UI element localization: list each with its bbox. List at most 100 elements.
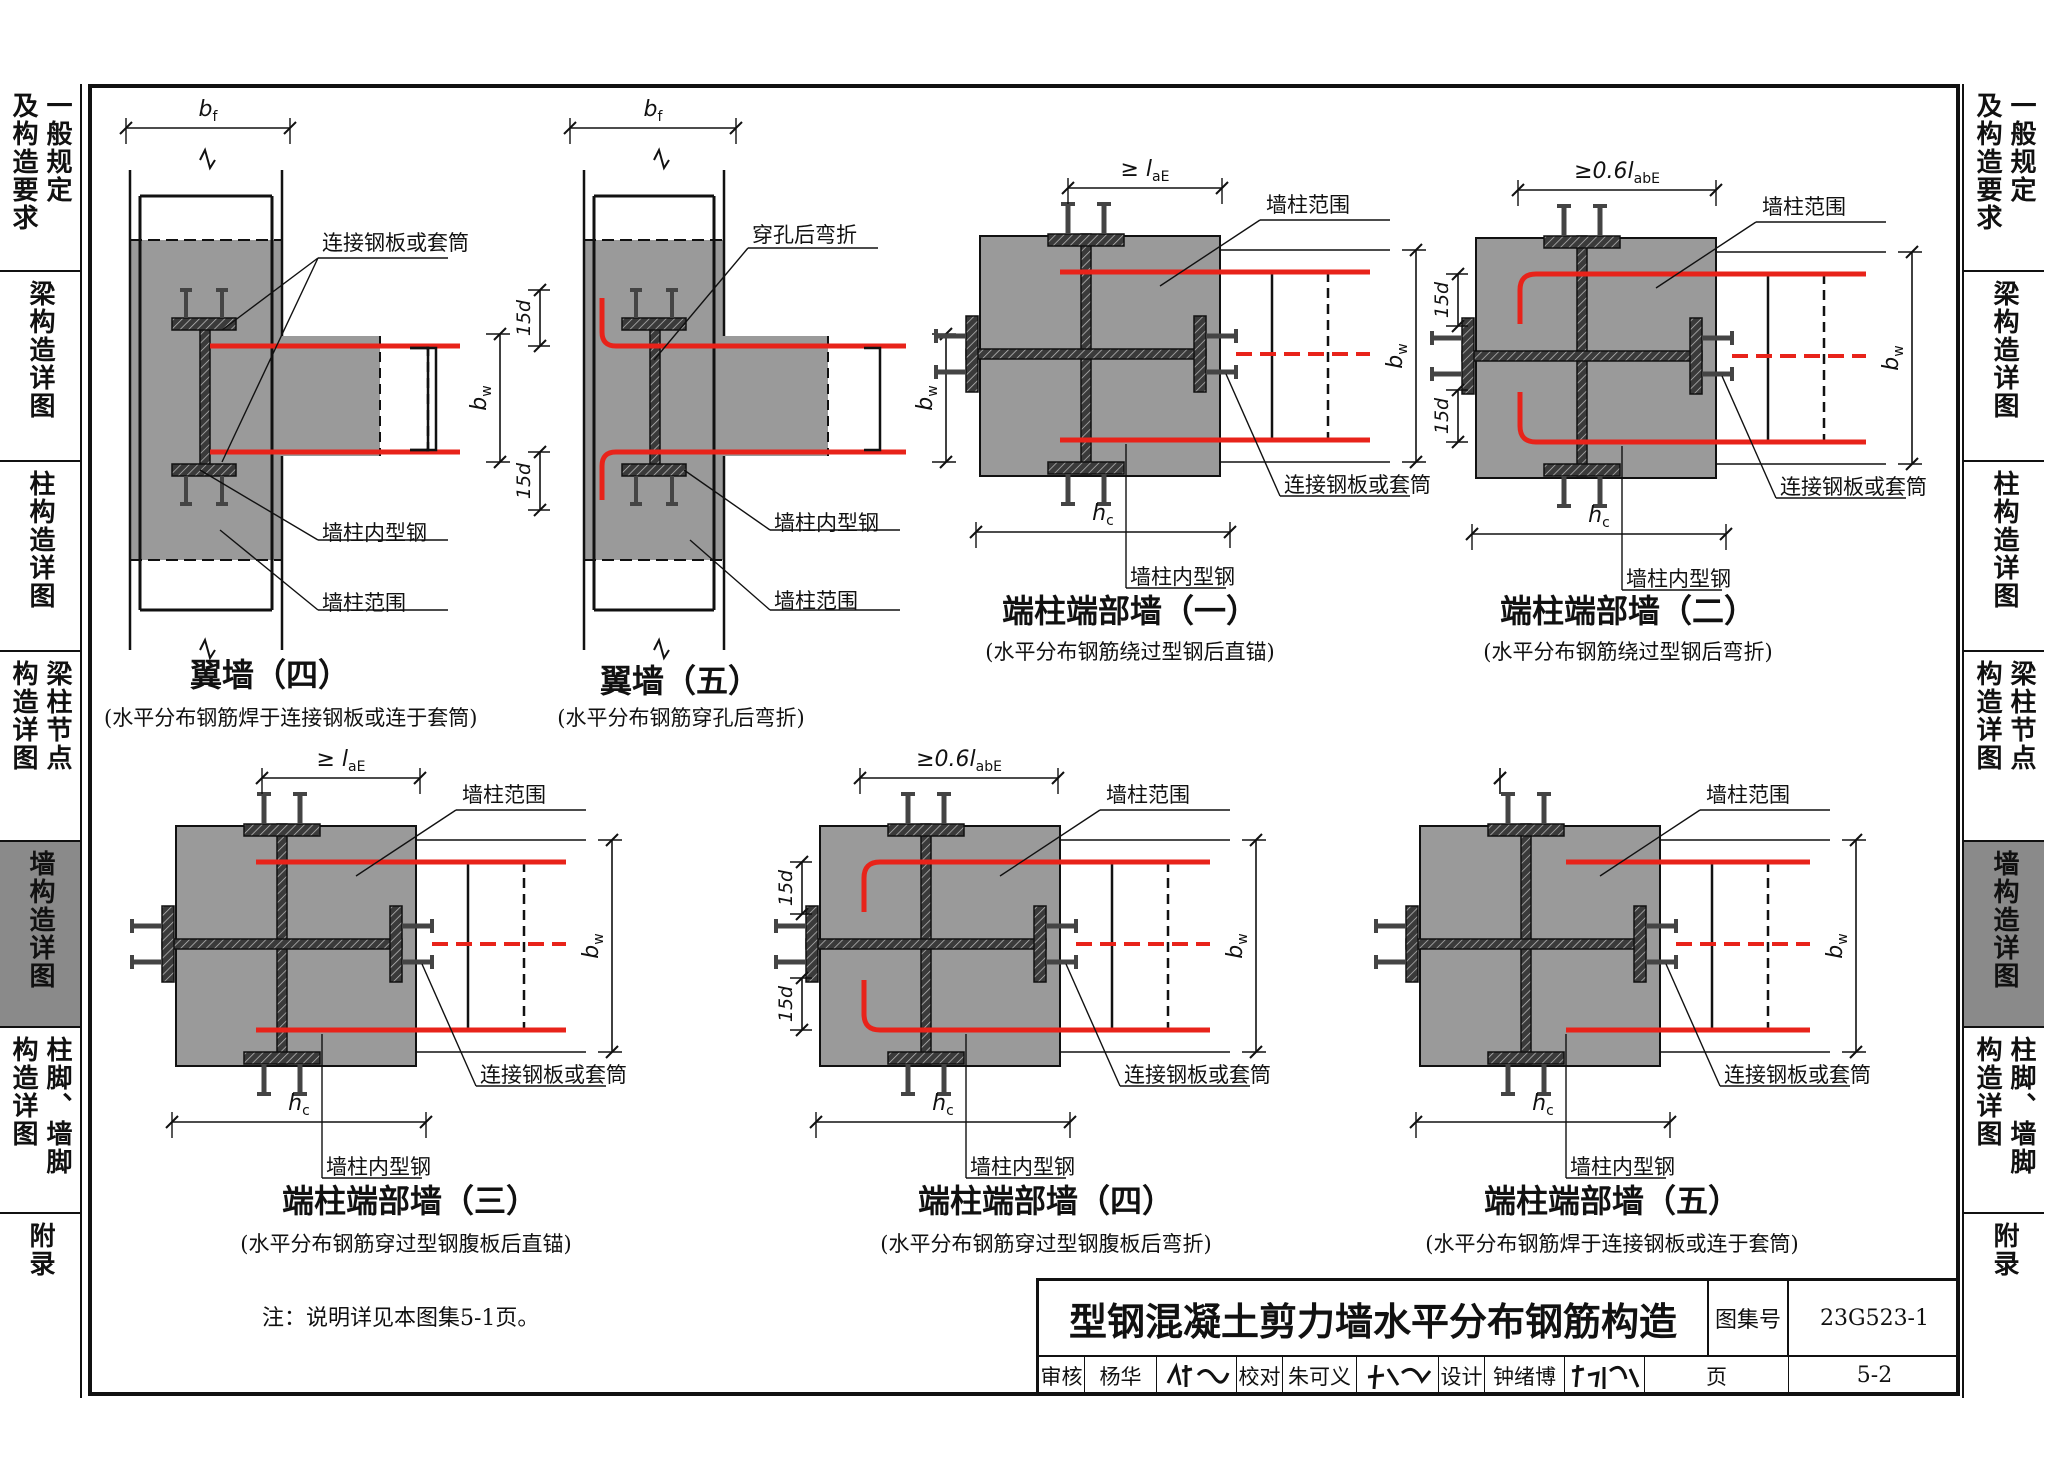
- concrete-wall: [282, 336, 380, 456]
- sidebar-tab-general[interactable]: 一般规定 及构造要求: [1964, 84, 2044, 272]
- sidebar-tab-wall[interactable]: 墙构造详图: [0, 842, 80, 1028]
- callout-label: 穿孔后弯折: [752, 223, 857, 247]
- steel-web: [161, 938, 403, 950]
- check-name: 朱可义: [1283, 1357, 1357, 1394]
- dimension-bw: bw: [467, 385, 495, 410]
- diagram-subtitle: (水平分布钢筋穿过型钢腹板后弯折): [880, 1232, 1212, 1256]
- sidebar-tab-foot[interactable]: 柱脚、墙脚 构造详图: [1964, 1028, 2044, 1214]
- review-name: 杨华: [1085, 1357, 1157, 1394]
- leader-line: [653, 247, 749, 361]
- steel-web: [199, 319, 211, 471]
- steel-flange: [1543, 235, 1621, 249]
- dimension-anchorage: ≥0.6labE: [916, 747, 1002, 775]
- tab-line: 构造详图: [8, 1036, 38, 1148]
- sidebar-tab-appendix[interactable]: 附录: [0, 1214, 80, 1398]
- bent-rebar: [599, 449, 906, 500]
- dimension-15d: 15d: [513, 299, 535, 336]
- diagram-subtitle: (水平分布钢筋焊于连接钢板或连于套筒): [1425, 1232, 1799, 1256]
- callout-label: 连接钢板或套筒: [1780, 475, 1927, 499]
- sidebar-tab-joint[interactable]: 梁柱节点 构造详图: [0, 652, 80, 842]
- leader-line: [999, 809, 1101, 877]
- diagram-subtitle: (水平分布钢筋穿过型钢腹板后直锚): [240, 1232, 572, 1256]
- bent-rebar: [599, 298, 906, 349]
- sidebar-tab-column[interactable]: 柱构造详图: [0, 462, 80, 652]
- bent-rebar: [1517, 392, 1866, 445]
- diagram-subtitle: (水平分布钢筋穿孔后弯折): [557, 706, 805, 730]
- callout-label: 连接钢板或套筒: [1724, 1063, 1871, 1087]
- steel-flange: [1487, 1051, 1565, 1065]
- tab-line: 及构造要求: [8, 92, 38, 232]
- dimension-bw: bw: [1879, 345, 1907, 370]
- dimension-15d: 15d: [775, 869, 797, 906]
- dimension-anchorage: ≥ laE: [1121, 157, 1170, 185]
- sidebar-tab-appendix[interactable]: 附录: [1964, 1214, 2044, 1398]
- drawing-title: 型钢混凝土剪力墙水平分布钢筋构造: [1039, 1281, 1709, 1357]
- dimension-anchorage: ≥0.6labE: [1574, 159, 1660, 187]
- callout-label: 墙柱范围: [1106, 783, 1190, 807]
- tab-line: 构造详图: [8, 660, 38, 772]
- page-label: 页: [1645, 1357, 1789, 1394]
- callout-label: 墙柱范围: [774, 589, 858, 613]
- bent-rebar: [861, 859, 1210, 912]
- break-mark: [653, 147, 670, 171]
- leader-line: [683, 469, 771, 531]
- callout-label: 墙柱范围: [322, 591, 406, 615]
- column-stirrup: [140, 194, 272, 612]
- tab-line: 附录: [25, 1222, 55, 1278]
- leader-line: [221, 257, 319, 463]
- leader-line: [355, 809, 457, 877]
- tab-line: 梁构造详图: [1989, 280, 2019, 420]
- atlas-label: 图集号: [1709, 1281, 1789, 1357]
- dimension-15d: 15d: [775, 985, 797, 1022]
- tab-line: 梁柱节点: [42, 660, 72, 772]
- steel-flange: [887, 1051, 965, 1065]
- tab-line: 及构造要求: [1972, 92, 2002, 232]
- wall-stirrup: [420, 346, 438, 452]
- sidebar-tab-foot[interactable]: 柱脚、墙脚 构造详图: [0, 1028, 80, 1214]
- tab-line: 梁构造详图: [25, 280, 55, 420]
- note-text: 注：说明详见本图集5-1页。: [262, 1306, 540, 1331]
- left-sidebar: 一般规定 及构造要求 梁构造详图 柱构造详图 梁柱节点 构造详图 墙构造详图 柱…: [0, 84, 82, 1398]
- sidebar-tab-joint[interactable]: 梁柱节点 构造详图: [1964, 652, 2044, 842]
- tab-line: 一般规定: [2006, 92, 2036, 204]
- bent-rebar: [1517, 271, 1866, 324]
- steel-flange: [171, 317, 237, 331]
- steel-flange: [965, 315, 979, 393]
- sidebar-tab-general[interactable]: 一般规定 及构造要求: [0, 84, 80, 272]
- steel-web: [965, 348, 1207, 360]
- sidebar-tab-wall[interactable]: 墙构造详图: [1964, 842, 2044, 1028]
- leader-line: [219, 529, 319, 611]
- bent-rebar: [861, 980, 1210, 1033]
- wall-stirrup-dashed: [410, 346, 430, 452]
- dimension-anchorage: ≥ laE: [317, 747, 366, 775]
- sidebar-tab-column[interactable]: 柱构造详图: [1964, 462, 2044, 652]
- leader-line: [221, 257, 319, 331]
- diagram-title: 端柱端部墙（四）: [917, 1182, 1174, 1220]
- sidebar-tab-beam[interactable]: 梁构造详图: [0, 272, 80, 462]
- callout-label: 连接钢板或套筒: [1284, 473, 1431, 497]
- design-label: 设计: [1439, 1357, 1485, 1394]
- leader-line: [1665, 963, 1721, 1087]
- steel-flange: [1461, 317, 1475, 395]
- atlas-number: 23G523-1: [1789, 1281, 1960, 1357]
- dimension-15d: 15d: [1431, 281, 1453, 318]
- callout-label: 墙柱范围: [1266, 193, 1350, 217]
- wall-stirrup: [864, 346, 882, 452]
- tab-line: 柱脚、墙脚: [2006, 1036, 2036, 1176]
- wall-stirrup: [410, 346, 430, 452]
- diagram-subtitle: (水平分布钢筋绕过型钢后弯折): [1483, 640, 1773, 664]
- check-signature: [1357, 1357, 1439, 1394]
- steel-flange: [161, 905, 175, 983]
- steel-flange: [1633, 905, 1647, 983]
- leader-line: [199, 469, 319, 541]
- sidebar-tab-beam[interactable]: 梁构造详图: [1964, 272, 2044, 462]
- tab-line: 柱构造详图: [25, 470, 55, 610]
- steel-flange: [621, 463, 687, 477]
- diagram-title: 端柱端部墙（二）: [1499, 592, 1756, 630]
